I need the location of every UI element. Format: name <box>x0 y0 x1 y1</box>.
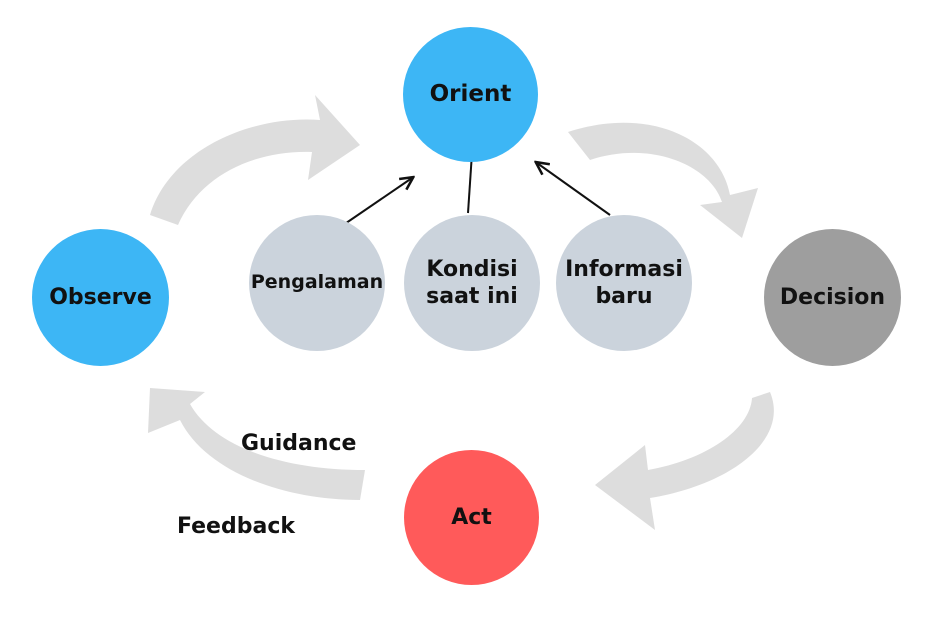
cycle-arrow-decision-act <box>595 392 774 530</box>
arrow-informasi-orient <box>537 163 611 216</box>
node-observe: Observe <box>32 229 169 366</box>
node-observe-label: Observe <box>49 284 152 310</box>
node-informasi: Informasi baru <box>556 215 692 351</box>
node-kondisi: Kondisi saat ini <box>404 215 540 351</box>
node-orient-label: Orient <box>429 81 512 108</box>
guidance-label: Guidance <box>241 431 357 456</box>
node-decision-label: Decision <box>779 284 886 310</box>
node-pengalaman: Pengalaman <box>249 215 385 351</box>
node-orient: Orient <box>403 27 538 162</box>
cycle-arrow-act-observe <box>148 388 365 500</box>
node-pengalaman-label: Pengalaman <box>250 271 384 294</box>
node-act: Act <box>404 450 539 585</box>
cycle-arrows <box>148 95 774 530</box>
node-act-label: Act <box>451 504 492 530</box>
cycle-arrow-orient-decision <box>568 122 758 238</box>
cycle-arrow-observe-orient <box>150 95 360 225</box>
node-kondisi-label: Kondisi saat ini <box>426 256 518 310</box>
feedback-label: Feedback <box>177 514 295 539</box>
node-decision: Decision <box>764 229 901 366</box>
node-informasi-label: Informasi baru <box>565 256 683 310</box>
